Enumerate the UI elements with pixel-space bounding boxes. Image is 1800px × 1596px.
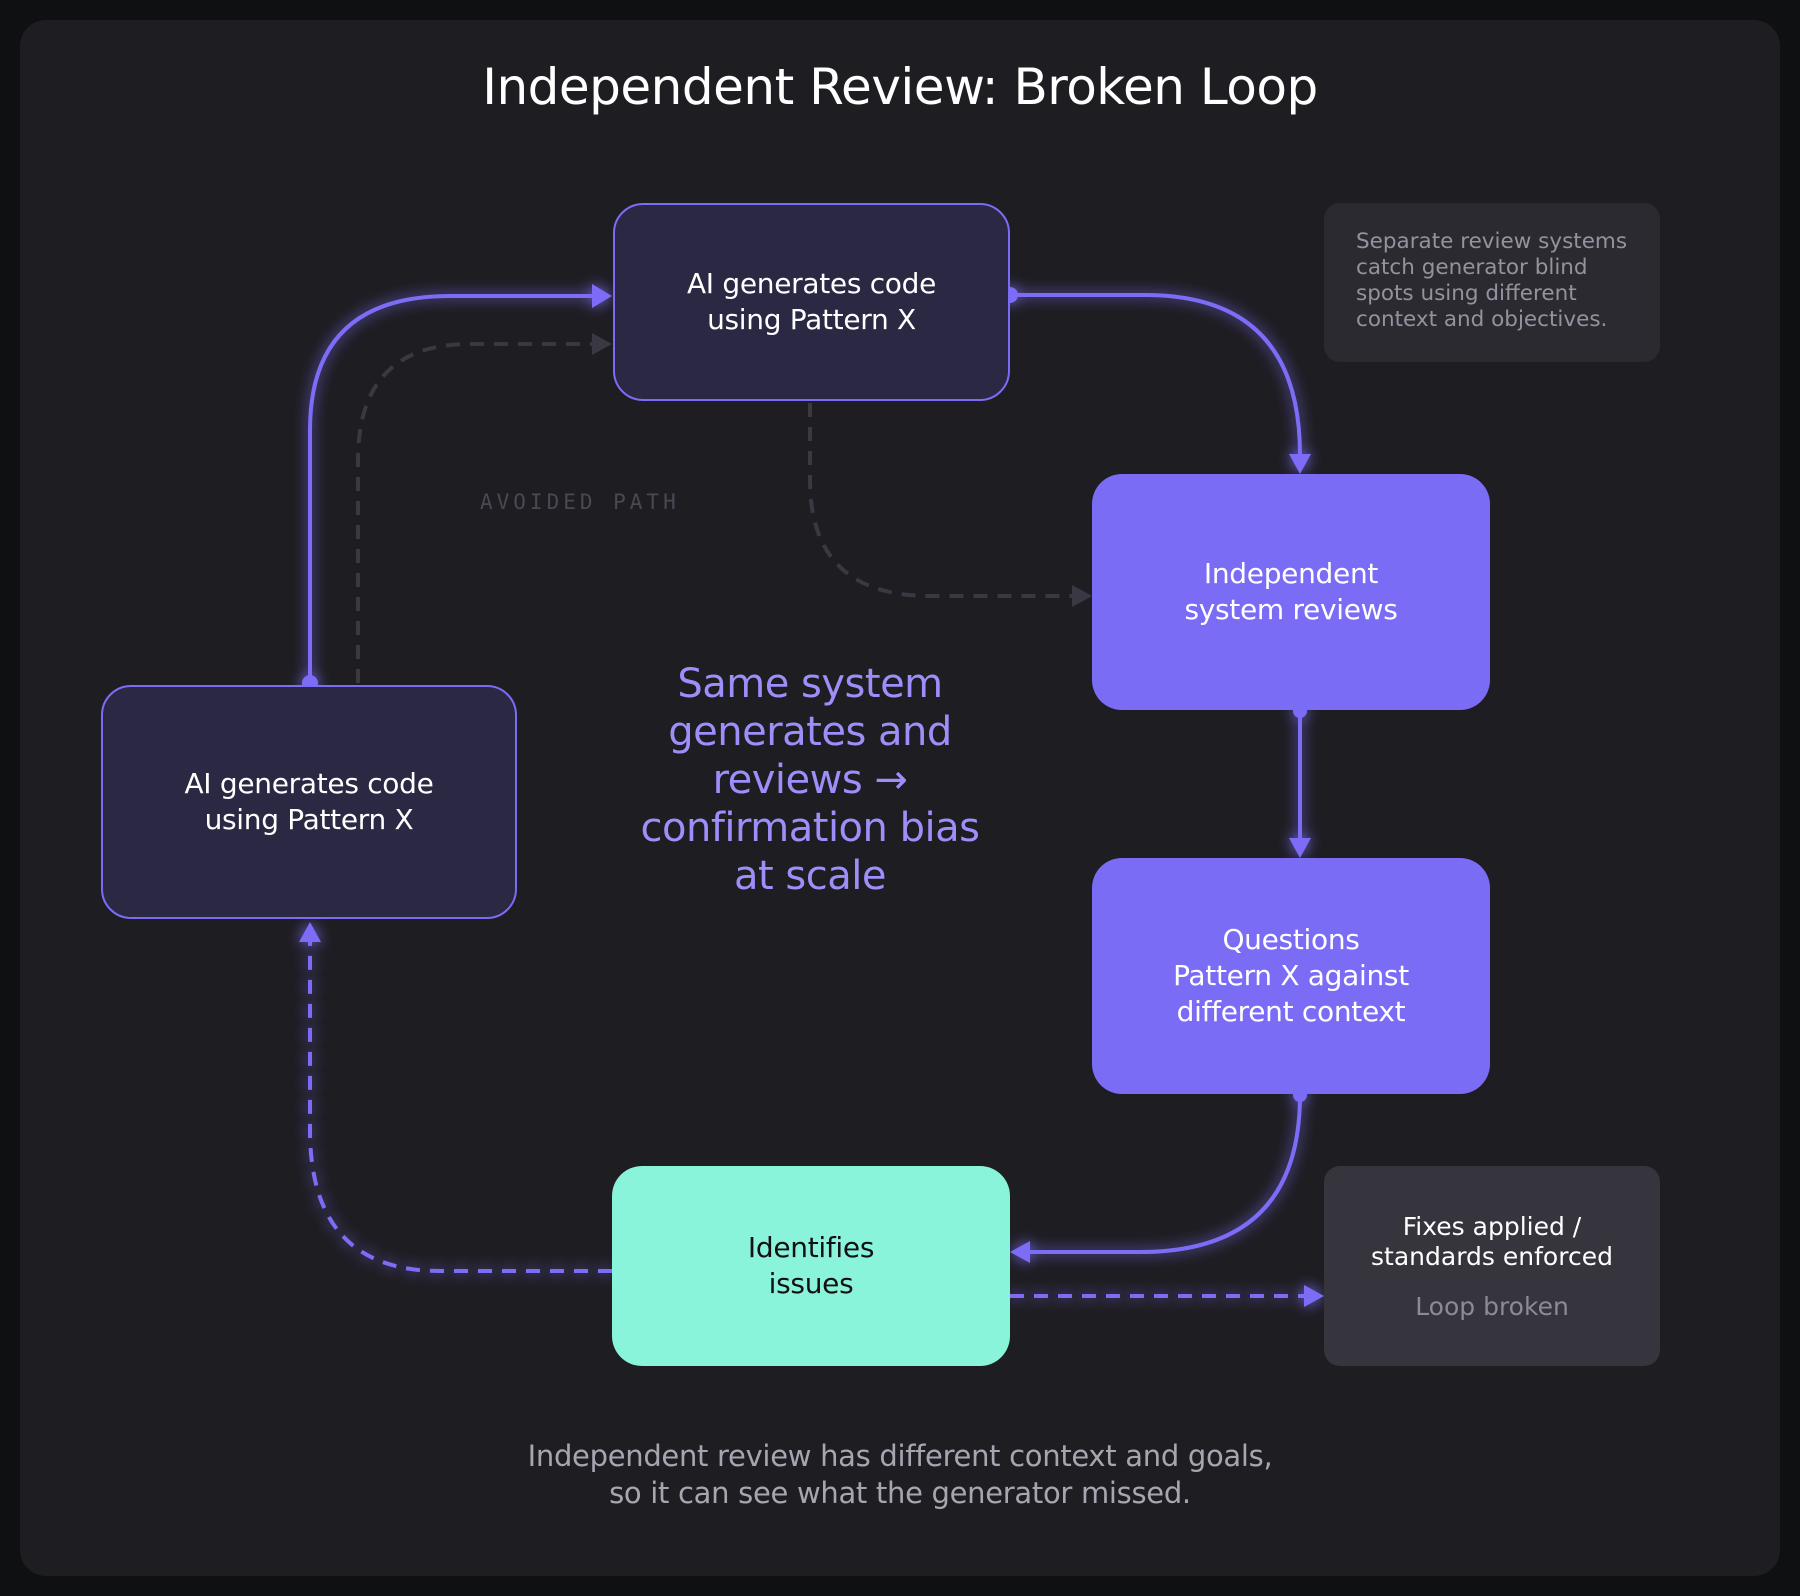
arrowhead-icon — [1010, 1241, 1030, 1263]
avoided-arrowhead-icon — [592, 333, 612, 355]
link-questions-to-identifies — [1028, 1094, 1302, 1254]
node-questions-pattern[interactable]: Questions Pattern X against different co… — [1092, 858, 1490, 1094]
node-identifies-issues[interactable]: Identifies issues — [612, 1166, 1010, 1366]
side-note: Separate review systems catch generator … — [1324, 203, 1660, 362]
arrowhead-icon — [1289, 838, 1311, 858]
arrowhead-icon — [592, 284, 612, 308]
node-ai-generates-left[interactable]: AI generates code using Pattern X — [101, 685, 517, 919]
link-identifies-to-left — [308, 940, 612, 1273]
node-independent-review[interactable]: Independent system reviews — [1092, 474, 1490, 710]
outcome-subtext: Loop broken — [1415, 1291, 1569, 1321]
node-ai-generates-top[interactable]: AI generates code using Pattern X — [613, 203, 1010, 401]
node-label: AI generates code using Pattern X — [184, 767, 434, 836]
link-top-to-review — [1010, 293, 1302, 456]
arrowhead-icon — [1304, 1285, 1324, 1307]
diagram-caption: Independent review has different context… — [527, 1439, 1273, 1510]
avoided-arrowhead-icon — [1072, 585, 1092, 607]
node-label: Identifies issues — [747, 1231, 875, 1300]
node-label: Independent system reviews — [1184, 557, 1398, 626]
avoided-path-label: AVOIDED PATH — [480, 490, 680, 514]
outcome-text: Fixes applied / standards enforced — [1371, 1211, 1613, 1271]
avoided-path-right — [808, 403, 1092, 607]
diagram-title: Independent Review: Broken Loop — [482, 58, 1318, 116]
arrowhead-icon — [1289, 454, 1311, 474]
outcome-box: Fixes applied / standards enforced Loop … — [1324, 1166, 1660, 1366]
node-label: AI generates code using Pattern X — [686, 267, 937, 336]
side-note-text: Separate review systems catch generator … — [1356, 229, 1628, 332]
arrowhead-icon — [299, 922, 321, 942]
node-label: Questions Pattern X against different co… — [1173, 923, 1409, 1028]
confirmation-bias-warning: Same system generates and reviews → conf… — [640, 661, 980, 899]
link-left-to-top — [308, 294, 594, 683]
avoided-path-left — [356, 333, 612, 683]
